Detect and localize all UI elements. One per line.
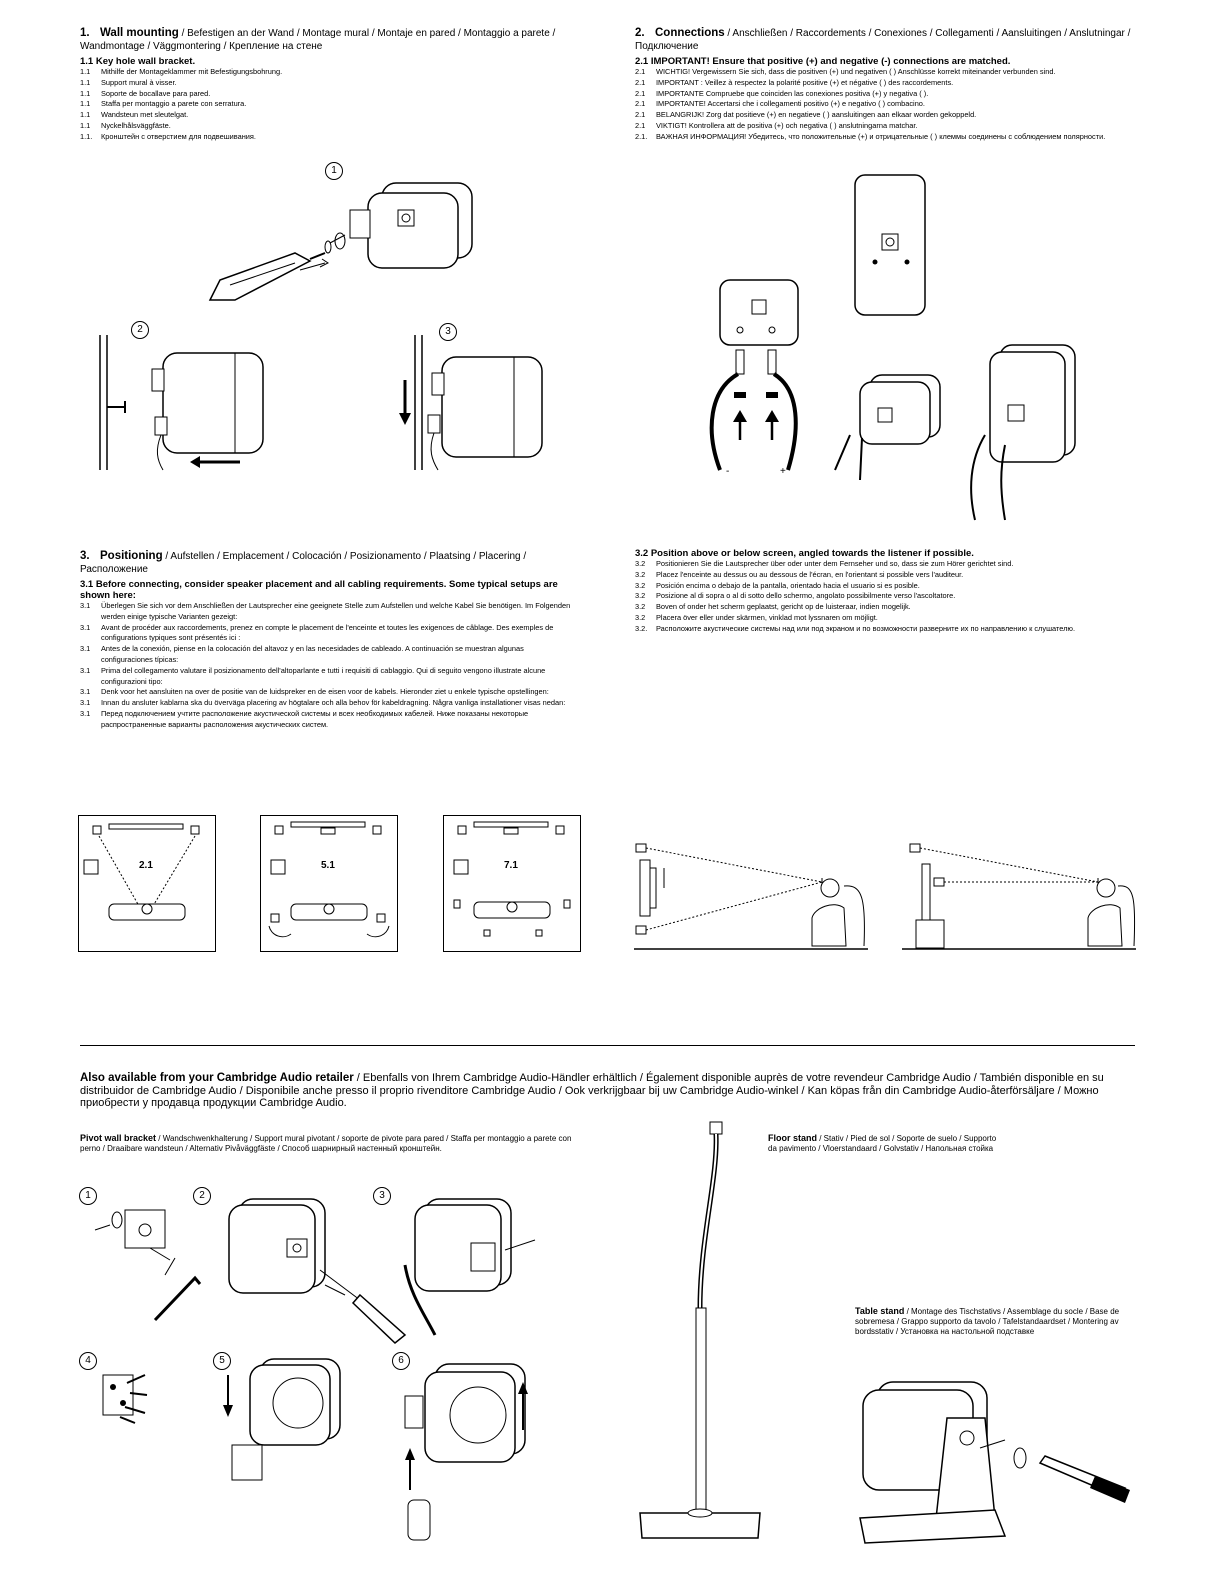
pivot-step6-illustration [404,1363,528,1541]
pivot-step3-illustration [403,1198,536,1336]
pivot-wall-bracket-caption: Pivot wall bracket / Wandschwenkhalterun… [80,1133,572,1153]
connections-illustration [709,174,1076,521]
text-line: 1.1.Кронштейн с отверстием для подвешива… [80,131,256,141]
wall-mount-step3-illustration [399,335,543,471]
setup-label: 7.1 [504,860,518,871]
setup-box-7-1: 7.1 [443,815,581,952]
table-stand-caption: Table stand / Montage des Tischstativs /… [855,1306,1120,1336]
text-line: 2.1.ВАЖНАЯ ИНФОРМАЦИЯ! Убедитесь, что по… [635,131,1106,141]
plus-label: + [780,466,786,477]
step-number: 4 [79,1352,97,1370]
pivot-step2-illustration [228,1198,407,1344]
text-line: 3.2.Расположите акустические системы над… [635,623,1076,633]
setup-5-1-diagram [268,821,390,938]
pivot-step1-illustration [94,1209,202,1322]
setup-box-5-1: 5.1 [260,815,398,952]
positioning-heading: 3.Positioning / Aufstellen / Emplacement… [80,550,527,575]
setup-label: 2.1 [139,860,153,871]
position-above-section: 3.2 Position above or below screen, angl… [635,548,1140,635]
setup-subheading: 3.1 Before connecting, consider speaker … [80,579,558,601]
setup-box-2-1: 2.1 [78,815,216,952]
step-number: 3 [439,323,457,341]
pivot-step5-illustration [223,1358,341,1481]
key-hole-subheading: 1.1 Key hole wall bracket. [80,56,196,67]
floor-stand-caption: Floor stand / Stativ / Pied de sol / Sop… [768,1133,997,1153]
pivot-step4-illustration [102,1374,148,1424]
setup-label: 5.1 [321,860,335,871]
step-number: 3 [373,1187,391,1205]
table-stand-illustration [859,1381,1130,1544]
wall-mount-step1-illustration [208,182,473,301]
step-number: 5 [213,1352,231,1370]
step-number: 1 [79,1187,97,1205]
step-number: 2 [131,321,149,339]
polarity-subheading: 2.1 IMPORTANT! Ensure that positive (+) … [635,56,1011,67]
wall-screen-angle-diagram [634,843,868,950]
step-number: 2 [193,1187,211,1205]
section-divider [80,1045,1135,1046]
wall-mounting-section: 1.Wall mounting / Befestigen an der Wand… [80,27,570,143]
connections-section: 2.Connections / Anschließen / Raccordeme… [635,27,1140,143]
positioning-section: 3.Positioning / Aufstellen / Emplacement… [80,550,575,731]
setup-7-1-diagram [453,821,571,937]
angle-subheading: 3.2 Position above or below screen, angl… [635,548,974,559]
setup-2-1-diagram [83,823,200,921]
connections-heading: 2.Connections / Anschließen / Raccordeme… [635,27,1131,52]
minus-label: - [726,466,730,477]
stand-screen-angle-diagram [902,843,1136,950]
step-number: 6 [392,1352,410,1370]
wall-mount-step2-illustration [99,335,264,471]
also-available-heading: Also available from your Cambridge Audio… [80,1072,1104,1109]
floor-stand-illustration [639,1121,761,1539]
wall-mounting-heading: 1.Wall mounting / Befestigen an der Wand… [80,27,556,52]
step-number: 1 [325,162,343,180]
